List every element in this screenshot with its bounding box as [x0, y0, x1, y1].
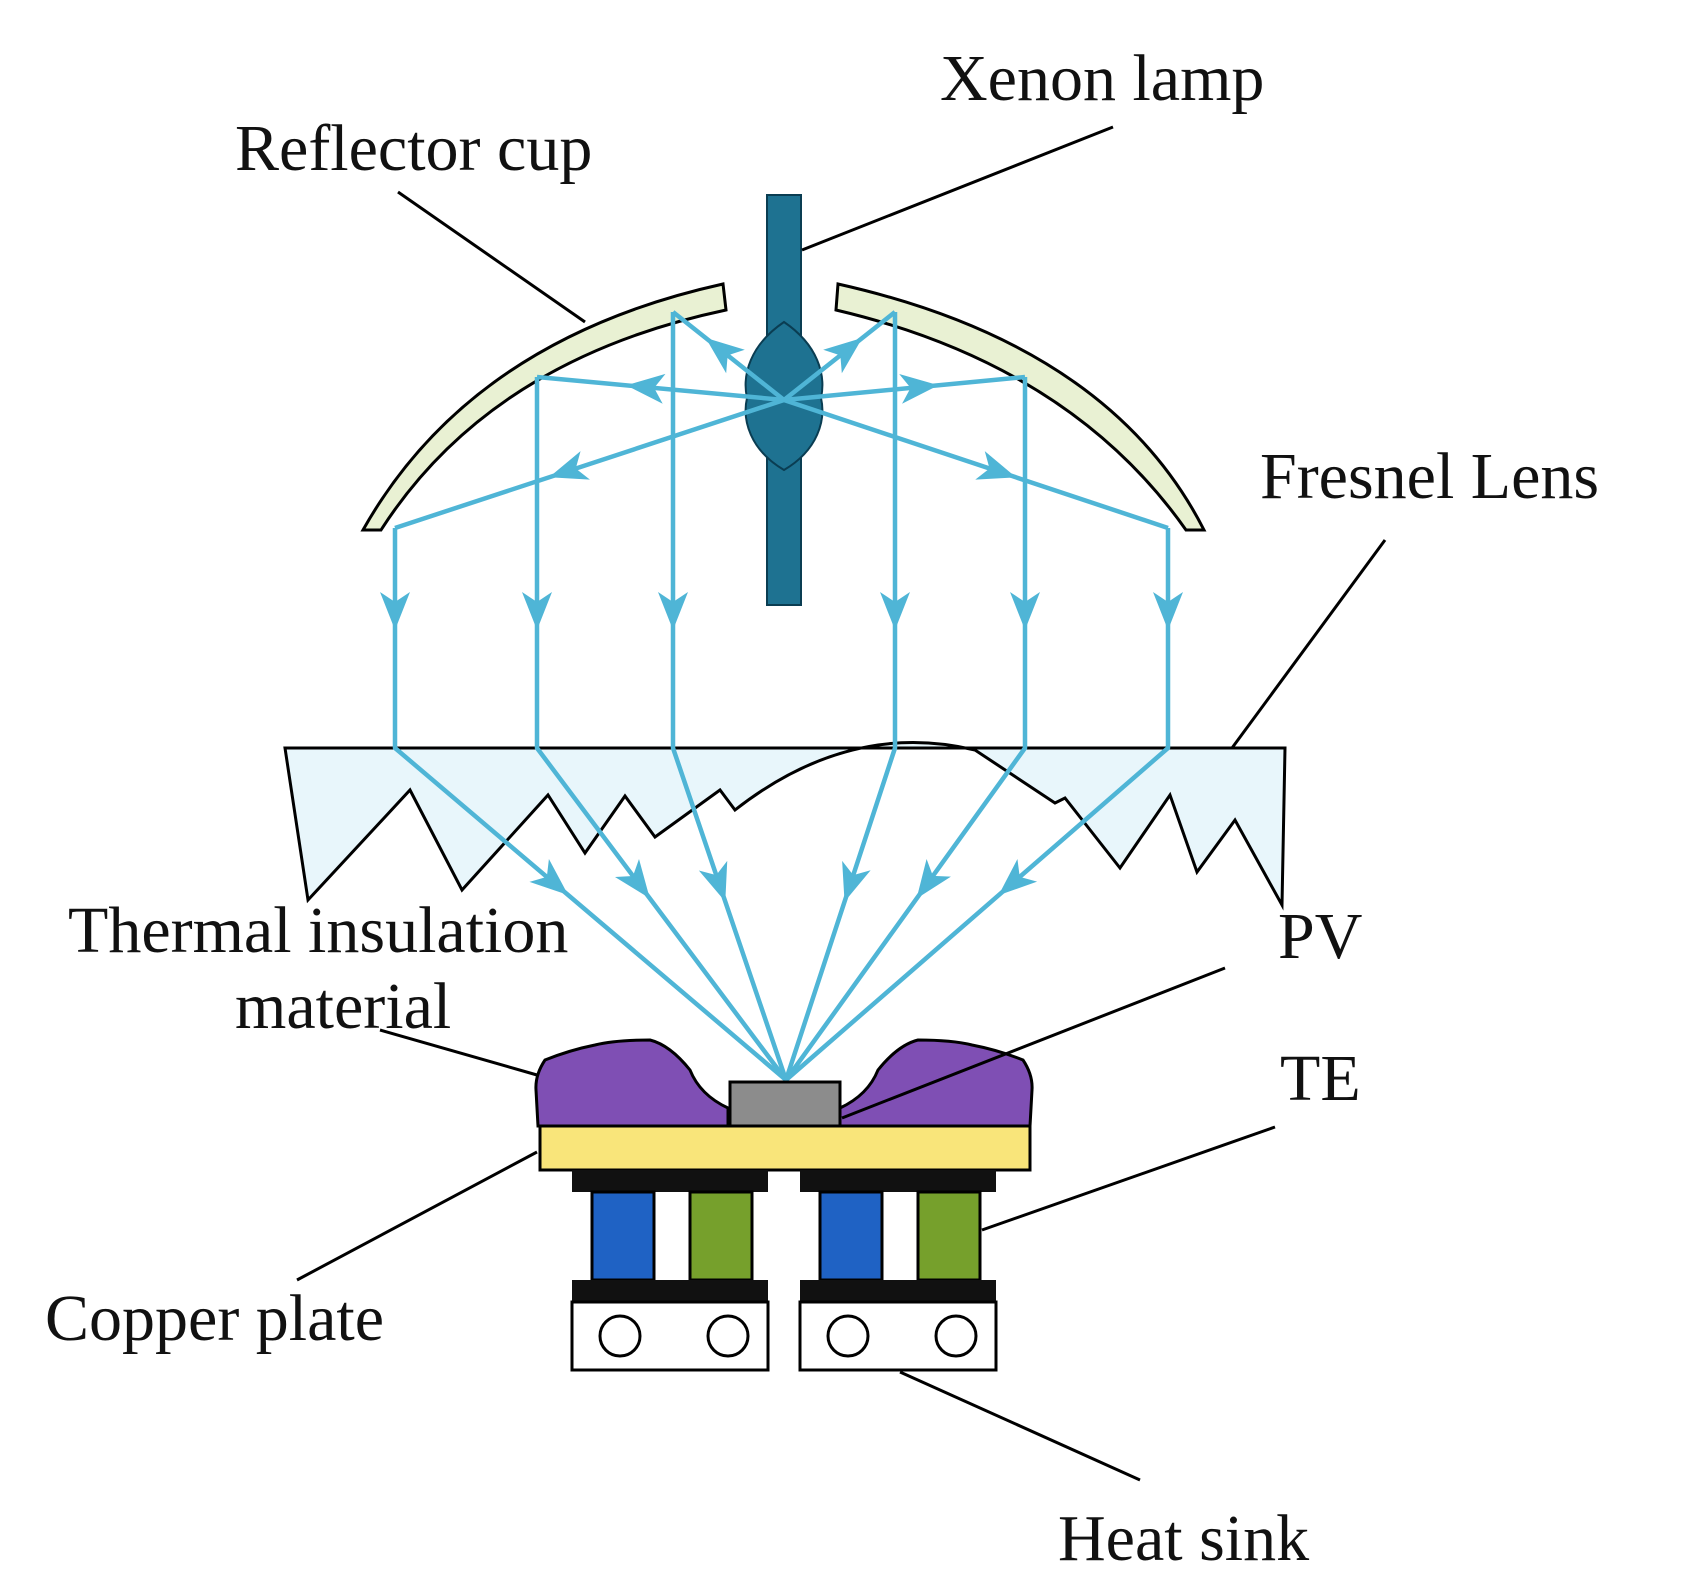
- ray-arrow: [698, 860, 728, 902]
- leader-fresnel-lens: [1230, 539, 1387, 749]
- labels: Xenon lamp Reflector cup Fresnel Lens Th…: [45, 42, 1599, 1575]
- label-thermal-insulation-line2: material: [235, 970, 451, 1043]
- light-rays: [380, 310, 1183, 1082]
- light-ray-refracted: [534, 377, 788, 1082]
- reflector-cup-left: [360, 282, 728, 532]
- ray-arrow: [1010, 592, 1040, 630]
- label-fresnel-lens: Fresnel Lens: [1260, 440, 1599, 513]
- ray-arrow: [899, 373, 939, 404]
- label-xenon-lamp: Xenon lamp: [940, 42, 1264, 115]
- light-ray-refracted: [784, 377, 1028, 1082]
- leader-lines: [296, 125, 1387, 1482]
- light-ray-emitted: [536, 374, 785, 403]
- heat-sink-hole: [598, 1314, 642, 1358]
- te-leg-p-right: [916, 1190, 982, 1282]
- ray-arrow: [823, 337, 863, 374]
- te-top-bar-right: [800, 1170, 996, 1192]
- light-ray-emitted: [671, 310, 786, 402]
- reflector-cup: [360, 282, 1207, 532]
- ray-arrow: [549, 451, 590, 480]
- ray-arrow: [880, 592, 910, 630]
- ray-arrow: [626, 373, 666, 404]
- ray-arrow: [529, 859, 569, 896]
- light-ray-refracted: [670, 312, 789, 1081]
- leader-reflector-cup: [397, 190, 586, 324]
- ray-arrow: [975, 451, 1017, 480]
- light-ray-refracted: [392, 528, 788, 1082]
- light-ray-emitted: [783, 397, 1169, 531]
- te-leg-n-right: [818, 1190, 884, 1282]
- copper-plate: [538, 1124, 1032, 1172]
- fresnel-lens: [283, 741, 1287, 911]
- heat-sink-bar-right: [800, 1280, 996, 1302]
- thermal-insulation-right: [838, 1038, 1034, 1128]
- heat-sink-hole: [934, 1314, 978, 1358]
- ray-arrow: [380, 592, 410, 630]
- heat-sink-bar-left: [572, 1280, 768, 1302]
- te-leg-p-left: [688, 1190, 754, 1282]
- leader-xenon-lamp: [801, 125, 1114, 252]
- ray-arrow: [705, 337, 745, 374]
- leader-copper-plate: [296, 1150, 538, 1282]
- label-heat-sink: Heat sink: [1058, 1502, 1309, 1575]
- heat-sink-hole: [706, 1314, 750, 1358]
- te-leg-n-left: [590, 1190, 656, 1282]
- ray-arrow: [614, 858, 650, 899]
- light-ray-refracted: [783, 312, 898, 1081]
- label-copper-plate: Copper plate: [45, 1282, 384, 1355]
- label-thermal-insulation-line1: Thermal insulation: [68, 894, 568, 967]
- light-ray-emitted: [782, 310, 897, 402]
- leader-thermal-insulation: [379, 1028, 538, 1077]
- thermal-insulation-left: [534, 1038, 730, 1128]
- ray-arrow: [916, 859, 951, 899]
- ray-arrow: [1153, 592, 1183, 630]
- heat-sink-hole: [826, 1314, 870, 1358]
- label-te: TE: [1280, 1042, 1361, 1115]
- label-reflector-cup: Reflector cup: [235, 112, 592, 185]
- leader-te: [981, 1125, 1276, 1232]
- leader-heat-sink: [899, 1370, 1141, 1482]
- reflector-cup-right: [834, 282, 1207, 532]
- te-modules: [572, 1170, 996, 1282]
- ray-arrow: [658, 592, 688, 630]
- xenon-lamp-bulb: [744, 320, 824, 472]
- ray-arrow: [842, 860, 871, 902]
- ray-arrow: [998, 858, 1038, 896]
- label-pv: PV: [1278, 900, 1362, 973]
- pv-cell: [728, 1080, 842, 1128]
- leader-pv: [841, 966, 1226, 1120]
- light-ray-emitted: [394, 397, 785, 531]
- ray-arrow: [522, 592, 552, 630]
- heat-sinks: [570, 1280, 998, 1372]
- te-top-bar-left: [572, 1170, 768, 1192]
- light-ray-refracted: [784, 528, 1171, 1082]
- light-ray-emitted: [783, 374, 1026, 403]
